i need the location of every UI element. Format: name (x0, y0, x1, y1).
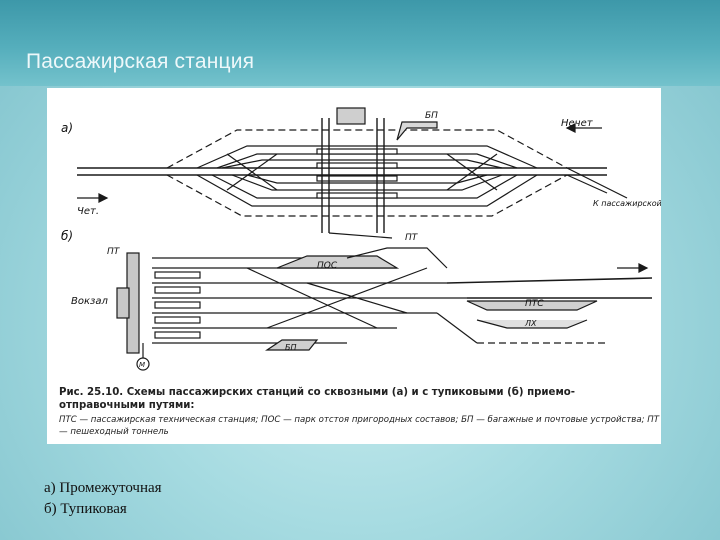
slide-title: Пассажирская станция (26, 50, 255, 73)
tech-station-branch-label: К пассажирской технической станции (593, 199, 661, 208)
suburban-yard-label: ПОС (317, 261, 338, 271)
station-schemes-figure: а) Нечет Чет. БП ПТ К пассажирской техни… (47, 88, 661, 444)
metro-label: М (139, 361, 145, 369)
track-schemes-svg: а) Нечет Чет. БП ПТ К пассажирской техни… (61, 107, 661, 371)
baggage-label-b: БП (285, 343, 297, 352)
tunnel-label-a: ПТ (405, 233, 419, 243)
figure-caption: Рис. 25.10. Схемы пассажирских станций с… (59, 387, 576, 411)
baggage-label-a: БП (425, 111, 438, 121)
technical-station-label: ПТС (525, 299, 544, 309)
tunnel-label-b: ПТ (107, 247, 121, 257)
station-building-label: Вокзал (71, 296, 108, 307)
slide-bullets: а) Промежуточная б) Тупиковая (44, 478, 162, 520)
lkh-label: ЛХ (524, 319, 537, 328)
item-intermediate: а) Промежуточная (44, 480, 162, 496)
direction-odd-label: Нечет (561, 118, 594, 129)
scheme-b-label: б) (61, 229, 73, 243)
direction-even-label: Чет. (77, 206, 99, 217)
title-band (0, 0, 720, 86)
figure-legend: ПТС — пассажирская техническая станция; … (59, 415, 659, 437)
scheme-a-label: а) (61, 121, 73, 135)
item-dead-end: б) Тупиковая (44, 501, 127, 517)
